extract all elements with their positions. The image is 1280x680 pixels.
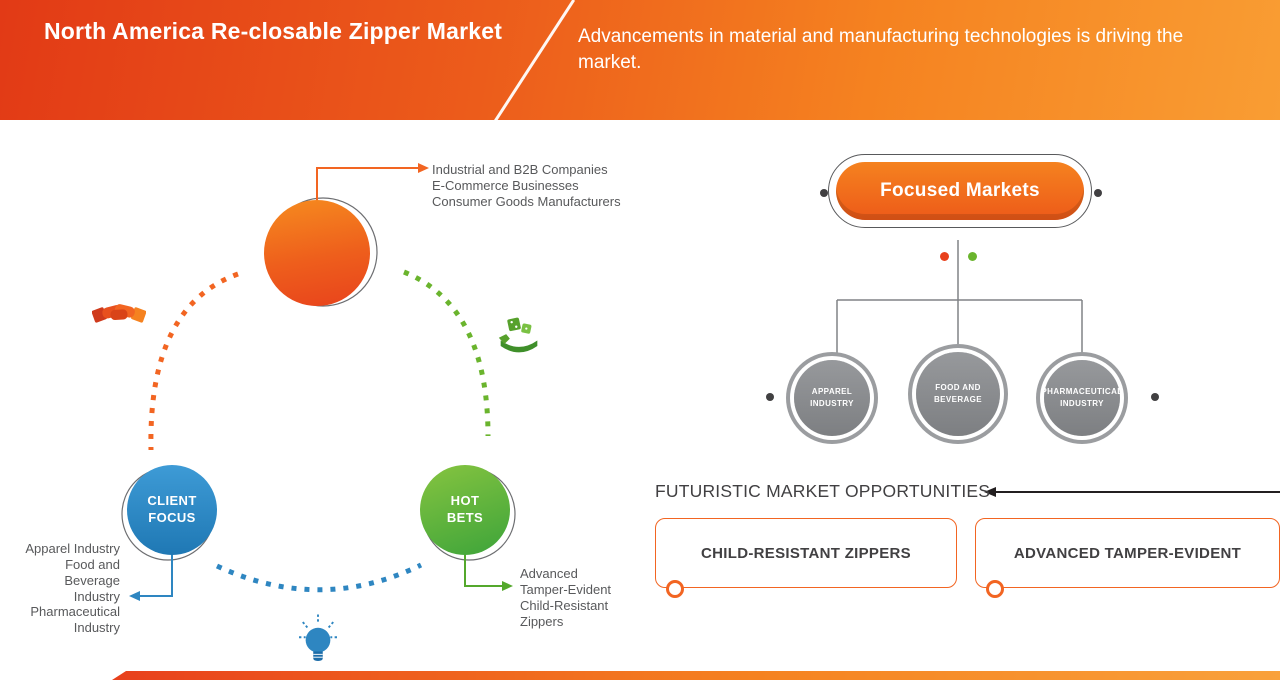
focused-markets-pill: Focused Markets <box>836 162 1084 220</box>
segment-circle-apparel: APPAREL INDUSTRY <box>794 360 870 436</box>
green-dot <box>968 252 977 261</box>
dice-hand-icon <box>497 312 541 358</box>
focused-markets-outline: Focused Markets <box>828 154 1092 228</box>
client-focus-circle: CLIENT FOCUS <box>127 465 217 555</box>
hot-bets-items: Advanced Tamper-Evident Child-Resistant … <box>520 566 612 629</box>
bottom-arc <box>215 562 423 593</box>
hot-bets-label: HOT BETS <box>446 493 484 525</box>
client-focus-label: CLIENT FOCUS <box>147 493 197 525</box>
segment-label: PHARMACEUTICAL INDUSTRY <box>1041 387 1123 408</box>
focused-markets-title: Focused Markets <box>880 180 1040 201</box>
client-focus-arc <box>148 271 239 451</box>
segments-right-dot <box>1151 393 1159 401</box>
red-dot <box>940 252 949 261</box>
pill-right-dot <box>1094 189 1102 197</box>
header-banner: North America Re-closable Zipper Market … <box>0 0 1280 125</box>
segment-label: APPAREL INDUSTRY <box>810 387 854 408</box>
client-focus-connector-line <box>129 552 173 601</box>
opportunity-label: CHILD-RESISTANT ZIPPERS <box>701 544 911 562</box>
corner-ring-marker <box>986 580 1004 598</box>
opportunity-label: ADVANCED TAMPER-EVIDENT <box>1013 544 1242 562</box>
segments-left-dot <box>766 393 774 401</box>
segment-circle-pharmaceutical: PHARMACEUTICAL INDUSTRY <box>1041 360 1123 436</box>
market-sources-annotation: Industrial and B2B Companies E-Commerce … <box>432 162 621 209</box>
opportunity-box-tamper-evident: ADVANCED TAMPER-EVIDENT <box>975 518 1280 598</box>
lightbulb-icon <box>299 614 337 670</box>
focused-markets-connectors <box>836 240 1083 356</box>
page-title: North America Re-closable Zipper Market <box>44 18 503 44</box>
header-subtitle: Advancements in material and manufacturi… <box>578 26 1184 73</box>
opportunities-arrow <box>984 487 1280 497</box>
opportunity-box-child-resistant: CHILD-RESISTANT ZIPPERS <box>655 518 957 598</box>
hot-bets-arc <box>403 269 491 437</box>
client-focus-items: Apparel Industry Food and Beverage Indus… <box>25 541 120 636</box>
handshake-icon <box>92 292 146 334</box>
footer-bar <box>112 671 1280 680</box>
corner-ring-marker <box>666 580 684 598</box>
opportunities-heading: FUTURISTIC MARKET OPPORTUNITIES <box>655 481 991 501</box>
segment-label: FOOD AND BEVERAGE <box>933 383 983 404</box>
pill-left-dot <box>820 189 828 197</box>
hot-bets-circle: HOT BETS <box>420 465 510 555</box>
hot-bets-connector-line <box>464 552 513 591</box>
segment-circle-food-beverage: FOOD AND BEVERAGE <box>916 352 1000 436</box>
market-sources-circle <box>264 200 370 306</box>
